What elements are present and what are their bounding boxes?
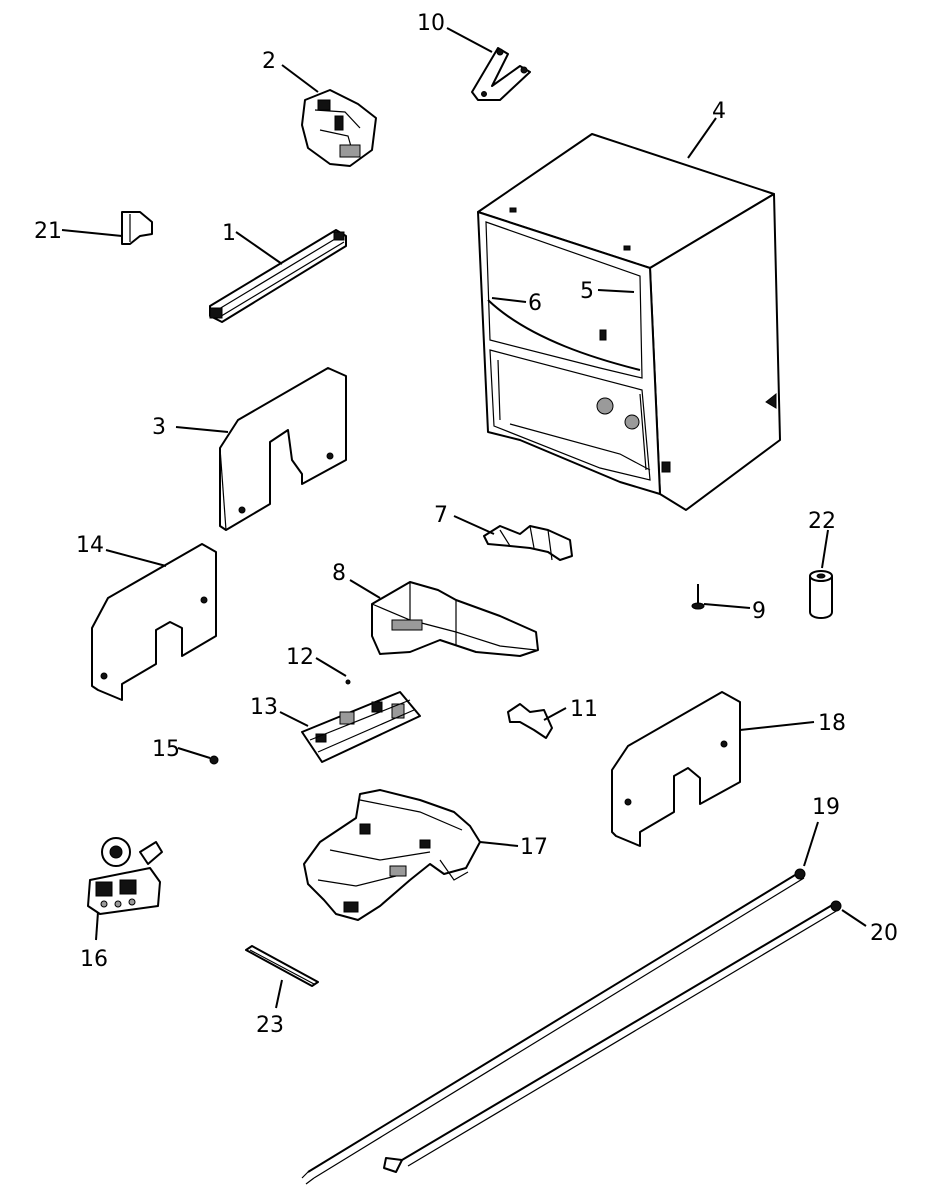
label-18: 18	[818, 711, 846, 736]
part-2-switch-assembly: 2	[262, 49, 377, 167]
label-11: 11	[570, 697, 598, 722]
label-15: 15	[152, 737, 180, 762]
label-14: 14	[76, 533, 104, 558]
part-22-cylinder: 22	[808, 509, 836, 619]
label-1: 1	[222, 221, 236, 246]
part-18-panel: 18	[611, 691, 846, 847]
part-23-strip: 23	[245, 945, 319, 1038]
label-3: 3	[152, 415, 166, 440]
part-8-housing: 8	[332, 561, 539, 657]
part-10-bracket: 10	[417, 11, 531, 101]
label-7: 7	[434, 503, 448, 528]
label-17: 17	[520, 835, 548, 860]
part-17-mechanism-assembly: 17	[303, 789, 548, 921]
label-9: 9	[752, 599, 766, 624]
label-4: 4	[712, 99, 726, 124]
label-6: 6	[528, 291, 542, 316]
part-12-small-part: 12	[286, 645, 351, 685]
label-8: 8	[332, 561, 346, 586]
part-11-bracket: 11	[507, 697, 598, 739]
label-19: 19	[812, 795, 840, 820]
part-4-tub-frame: 4 5 6	[477, 99, 781, 511]
part-21-clip: 21	[34, 211, 153, 245]
label-2: 2	[262, 49, 276, 74]
part-3-panel: 3	[152, 367, 347, 531]
part-13-circuit-board: 13	[250, 691, 421, 763]
part-19-rod: 19	[301, 795, 840, 1185]
part-14-panel: 14	[76, 533, 217, 701]
label-5: 5	[580, 279, 594, 304]
label-23: 23	[256, 1013, 284, 1038]
label-12: 12	[286, 645, 314, 670]
part-1-rail: 1	[209, 221, 347, 323]
label-10: 10	[417, 11, 445, 36]
part-7-bracket: 7	[434, 503, 573, 561]
part-9-screw: 9	[691, 584, 766, 624]
label-22: 22	[808, 509, 836, 534]
label-21: 21	[34, 219, 62, 244]
label-16: 16	[80, 947, 108, 972]
part-15-screw: 15	[152, 737, 219, 765]
label-20: 20	[870, 921, 898, 946]
part-20-rod: 20	[383, 900, 898, 1173]
label-13: 13	[250, 695, 278, 720]
part-16-valve: 16	[80, 837, 163, 972]
